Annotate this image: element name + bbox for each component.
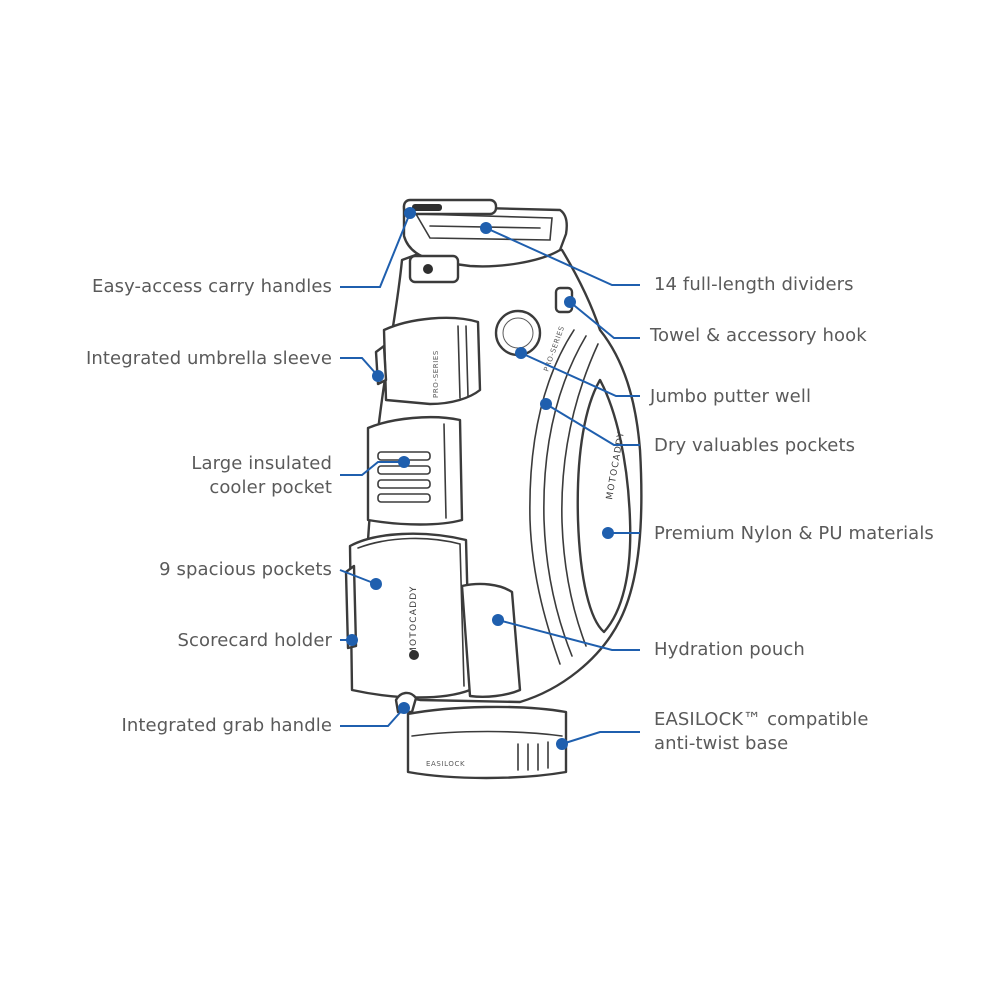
base-rim xyxy=(411,730,563,737)
leader-putter-well xyxy=(520,352,640,397)
side-panel xyxy=(576,378,632,634)
label-carry-handles: Easy-access carry handles xyxy=(92,276,332,297)
label-umbrella-sleeve: Integrated umbrella sleeve xyxy=(85,348,332,369)
dot-scorecard-holder xyxy=(346,634,358,646)
label-putter-well: Jumbo putter well xyxy=(650,386,812,407)
label-scorecard-holder: Scorecard holder xyxy=(177,630,332,651)
left-leaders xyxy=(339,207,416,727)
upper-pocket-zip xyxy=(457,325,461,399)
label-valuables-pockets: Dry valuables pockets xyxy=(654,435,856,456)
dot-spacious-pockets xyxy=(370,578,382,590)
dot-towel-hook xyxy=(564,296,576,308)
dot-cooler-pocket xyxy=(398,456,410,468)
leader-towel-hook xyxy=(569,301,640,339)
base-ridges xyxy=(517,741,549,771)
logo-mark-front xyxy=(409,650,419,660)
leader-cooler-pocket xyxy=(340,461,404,476)
dot-valuables xyxy=(540,398,552,410)
lower-pocket-zip xyxy=(357,537,465,687)
label-materials: Premium Nylon & PU materials xyxy=(654,523,934,544)
carry-handle-grip xyxy=(412,204,442,211)
cooler-zip xyxy=(443,423,447,519)
dot-carry-handles xyxy=(404,207,416,219)
divider-rim xyxy=(414,213,553,241)
label-base: EASILOCK™ compatible anti-twist base xyxy=(654,709,869,754)
label-towel-hook: Towel & accessory hook xyxy=(650,325,867,346)
dot-grab-handle xyxy=(398,702,410,714)
leader-grab-handle xyxy=(340,707,405,727)
base-shape xyxy=(406,705,568,780)
dot-hydration xyxy=(492,614,504,626)
top-logo-mark xyxy=(423,264,433,274)
dot-dividers xyxy=(480,222,492,234)
leader-dividers xyxy=(485,227,640,286)
dot-materials xyxy=(602,527,614,539)
upper-pocket-zip-2 xyxy=(465,325,469,397)
bag-body: PRO-SERIES MOTOCADDY xyxy=(344,198,643,780)
label-hydration-pouch: Hydration pouch xyxy=(654,639,805,660)
cooler-pocket-shape xyxy=(366,415,464,526)
bag-top xyxy=(402,204,568,268)
dot-umbrella-sleeve xyxy=(372,370,384,382)
leader-valuables xyxy=(545,403,640,446)
logo-text-front: MOTOCADDY xyxy=(409,585,419,655)
label-grab-handle: Integrated grab handle xyxy=(121,715,332,736)
upper-front-pocket xyxy=(382,316,482,406)
hydration-pouch-shape xyxy=(460,582,522,698)
label-cooler-pocket: Large insulated cooler pocket xyxy=(191,453,332,498)
dot-putter-well xyxy=(515,347,527,359)
side-zips xyxy=(529,329,599,665)
base-badge-text: EASILOCK xyxy=(426,760,465,768)
right-leaders xyxy=(480,222,640,750)
label-spacious-pockets: 9 spacious pockets xyxy=(159,559,332,580)
leader-umbrella-sleeve xyxy=(340,357,379,377)
label-dividers: 14 full-length dividers xyxy=(654,274,854,295)
leader-hydration xyxy=(497,619,640,651)
leader-carry-handles xyxy=(340,212,411,288)
scorecard-holder-shape xyxy=(344,564,358,650)
dot-base xyxy=(556,738,568,750)
leader-base xyxy=(561,731,640,745)
series-text-front: PRO-SERIES xyxy=(432,350,440,398)
leader-spacious-pockets xyxy=(339,569,377,585)
top-logo-badge xyxy=(408,254,460,284)
